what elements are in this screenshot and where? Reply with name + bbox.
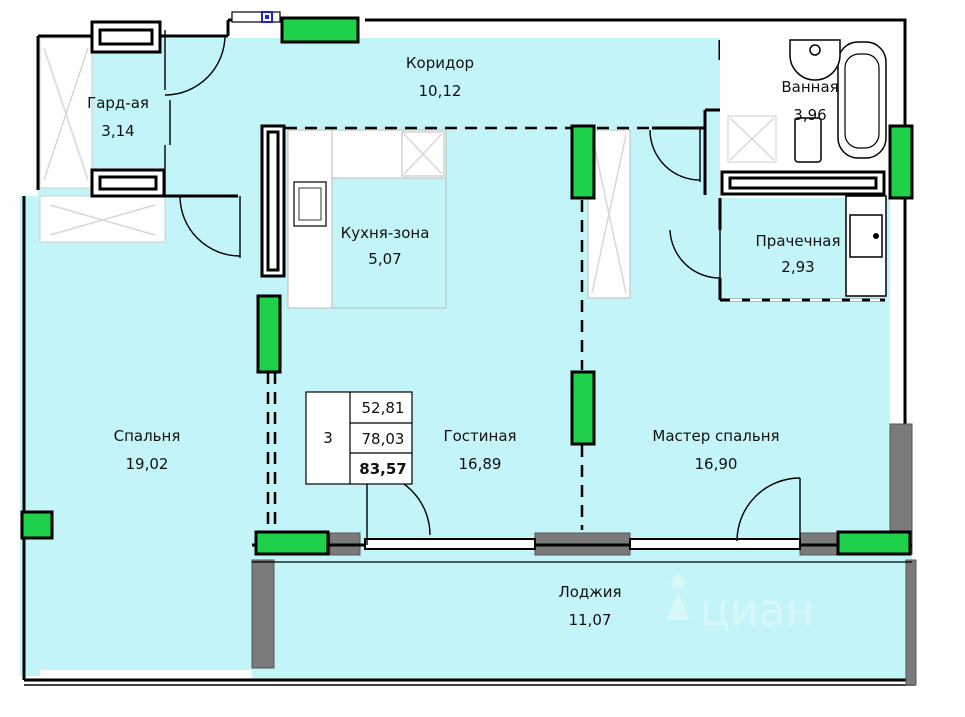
bedroom-area: 19,02	[126, 455, 169, 473]
room-labels: Коридор 10,12 Гард-ая 3,14 Ванная 3,96 К…	[87, 54, 840, 629]
living-area-room: 16,89	[459, 455, 502, 473]
bedroom-name: Спальня	[114, 427, 181, 445]
meter-box	[231, 11, 281, 23]
laundry-block	[669, 195, 887, 302]
total-area: 78,03	[362, 430, 405, 448]
master-area: 16,90	[695, 455, 738, 473]
wardrobe-area: 3,14	[101, 122, 134, 140]
bathroom-block	[720, 38, 890, 198]
area-summary-table: 3 52,81 78,03 83,57	[305, 391, 413, 485]
corridor-area: 10,12	[419, 82, 462, 100]
wardrobe-block	[39, 20, 241, 258]
loggia-area: 11,07	[569, 611, 612, 629]
total-with-loggia: 83,57	[359, 460, 406, 478]
cian-logo-icon	[671, 575, 685, 589]
rooms-count: 3	[323, 429, 333, 447]
wardrobe-name: Гард-ая	[87, 94, 149, 112]
cian-watermark: циан	[666, 575, 814, 636]
kitchen-name: Кухня-зона	[341, 224, 430, 242]
corridor-name: Коридор	[406, 54, 474, 72]
bathroom-name: Ванная	[781, 78, 838, 96]
windows	[20, 16, 914, 556]
loggia-wall	[252, 538, 912, 563]
cian-logo-mark	[666, 592, 690, 620]
loggia-name: Лоджия	[558, 583, 621, 601]
kitchen-area: 5,07	[368, 250, 401, 268]
master-name: Мастер спальня	[652, 427, 779, 445]
watermark-text: циан	[700, 585, 814, 636]
living-area: 52,81	[362, 399, 405, 417]
bathroom-area: 3,96	[793, 106, 826, 124]
laundry-name: Прачечная	[756, 232, 841, 250]
living-name: Гостиная	[443, 427, 516, 445]
laundry-area: 2,93	[781, 258, 814, 276]
kitchen-block	[260, 124, 650, 309]
